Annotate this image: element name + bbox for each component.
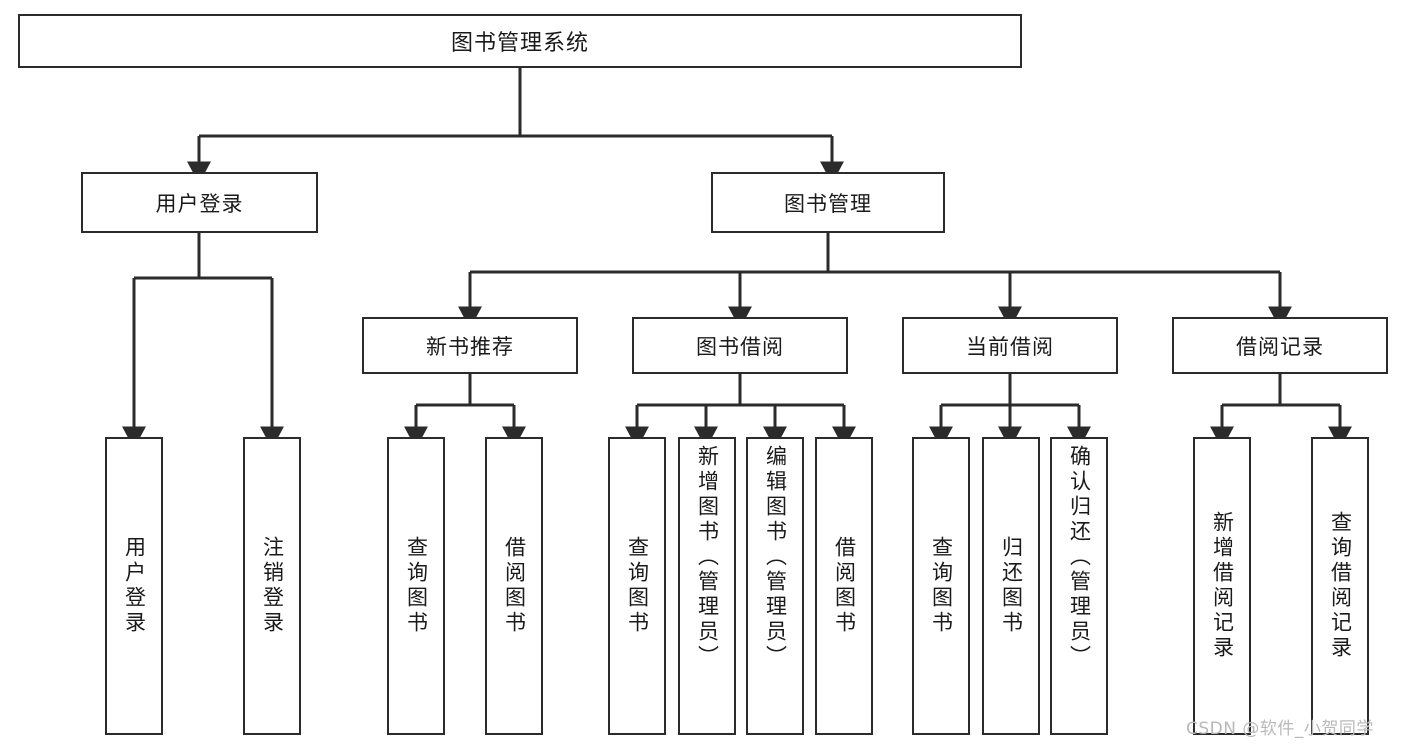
node-book-manage[interactable]: 图书管理 [711,172,945,233]
leaf-query-book-3-label: 查询图书 [929,536,954,636]
csdn-watermark: CSDN @软件_小贺同学 [1186,719,1374,739]
leaf-add-book[interactable]: 新增图书（管理员） [678,437,736,735]
node-borrow-record-label: 借阅记录 [1236,334,1324,359]
node-current-borrow-label: 当前借阅 [966,334,1054,359]
leaf-borrow-book-1[interactable]: 借阅图书 [485,437,543,735]
leaf-confirm-return-label: 确认归还（管理员） [1067,445,1092,670]
node-book-borrow-label: 图书借阅 [696,334,784,359]
leaf-edit-book[interactable]: 编辑图书（管理员） [746,437,804,735]
node-book-manage-label: 图书管理 [784,191,872,216]
node-current-borrow[interactable]: 当前借阅 [902,317,1118,374]
leaf-query-record-label: 查询借阅记录 [1328,511,1353,661]
leaf-user-login[interactable]: 用户登录 [105,437,163,735]
node-book-borrow[interactable]: 图书借阅 [632,317,848,374]
leaf-query-book-2[interactable]: 查询图书 [608,437,666,735]
node-new-book-recommend[interactable]: 新书推荐 [362,317,578,374]
leaf-user-logout[interactable]: 注销登录 [243,437,301,735]
node-new-book-recommend-label: 新书推荐 [426,334,514,359]
node-root[interactable]: 图书管理系统 [18,14,1022,68]
leaf-add-book-label: 新增图书（管理员） [695,445,720,670]
leaf-return-book-label: 归还图书 [999,536,1024,636]
leaf-borrow-book-2-label: 借阅图书 [832,536,857,636]
node-user-login-label: 用户登录 [155,191,244,216]
leaf-user-logout-label: 注销登录 [260,536,285,636]
leaf-borrow-book-1-label: 借阅图书 [502,536,527,636]
leaf-confirm-return[interactable]: 确认归还（管理员） [1050,437,1108,735]
leaf-borrow-book-2[interactable]: 借阅图书 [815,437,873,735]
leaf-query-book-1-label: 查询图书 [404,536,429,636]
leaf-edit-book-label: 编辑图书（管理员） [763,445,788,670]
leaf-query-book-3[interactable]: 查询图书 [912,437,970,735]
leaf-add-record-label: 新增借阅记录 [1210,511,1235,661]
node-borrow-record[interactable]: 借阅记录 [1172,317,1388,374]
leaf-return-book[interactable]: 归还图书 [982,437,1040,735]
leaf-user-login-label: 用户登录 [122,536,147,636]
node-root-label: 图书管理系统 [450,31,589,56]
node-user-login[interactable]: 用户登录 [81,172,318,233]
leaf-query-record[interactable]: 查询借阅记录 [1311,437,1369,735]
leaf-query-book-2-label: 查询图书 [625,536,650,636]
leaf-query-book-1[interactable]: 查询图书 [387,437,445,735]
leaf-add-record[interactable]: 新增借阅记录 [1193,437,1251,735]
